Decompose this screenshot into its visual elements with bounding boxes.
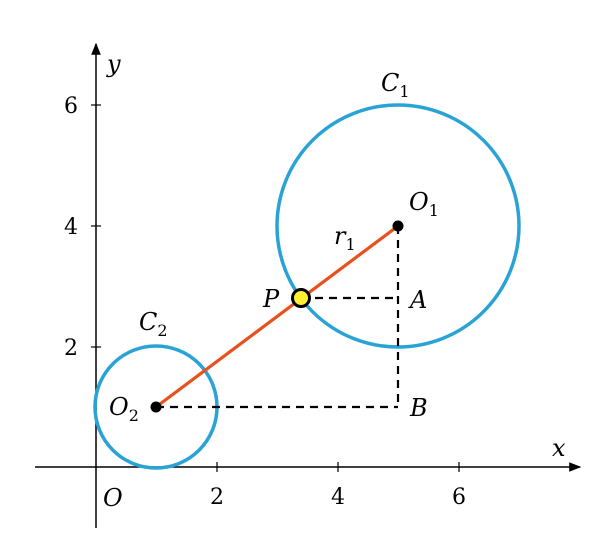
- point-b-label: B: [409, 394, 428, 422]
- x-tick-label-4: 4: [331, 485, 345, 510]
- circle-c1: [275, 103, 521, 349]
- point-p: [291, 288, 311, 308]
- point-a-label: A: [408, 286, 427, 314]
- origin-label: O: [103, 484, 123, 512]
- circle-c1-label: C1: [381, 69, 410, 101]
- segment-o1-o2: [155, 224, 399, 409]
- y-ticks: [91, 104, 101, 348]
- x-axis-label: x: [552, 434, 566, 462]
- point-o2: [150, 401, 162, 413]
- center-o1-label: O1: [409, 188, 439, 220]
- radius-r1-label: r1: [334, 222, 356, 254]
- x-ticks: [216, 462, 460, 472]
- point-o1: [392, 220, 404, 232]
- point-p-label: P: [262, 285, 280, 313]
- y-axis-label: y: [106, 50, 121, 78]
- y-tick-label-6: 6: [64, 94, 78, 119]
- y-tick-label-4: 4: [64, 215, 78, 240]
- y-tick-label-2: 2: [64, 336, 78, 361]
- circle-c2-label: C2: [139, 308, 168, 340]
- center-o2-label: O2: [109, 393, 139, 425]
- x-tick-label-2: 2: [210, 485, 224, 510]
- x-tick-label-6: 6: [452, 485, 466, 510]
